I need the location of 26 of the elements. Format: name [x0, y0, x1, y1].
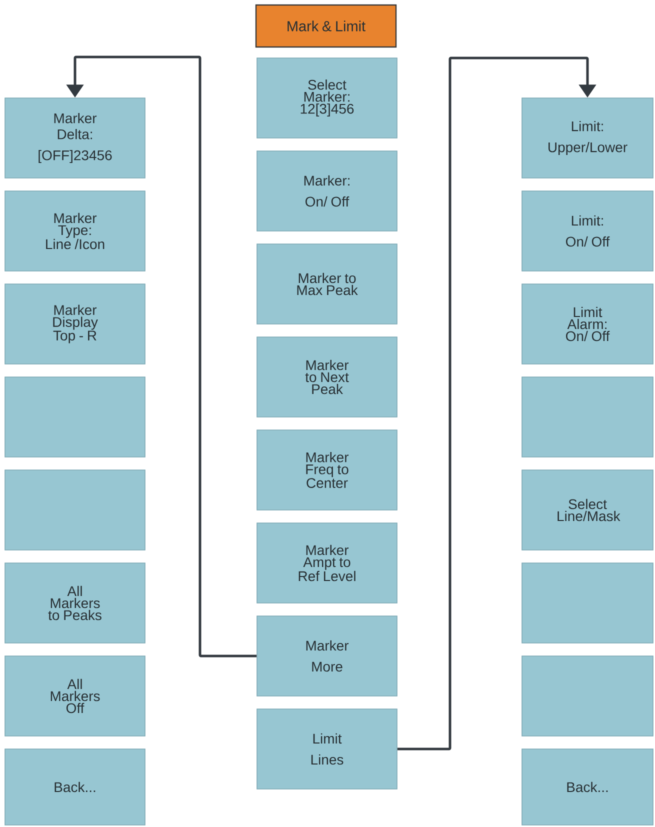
menu-button: Marker Delta: [OFF]23456 [4, 98, 146, 178]
menu-button: Marker to Max Peak [256, 244, 398, 324]
empty-button [522, 656, 654, 736]
menu-button: Marker More [256, 616, 398, 696]
menu-button: Limit: Upper/Lower [522, 98, 654, 178]
menu-button: All Markers to Peaks [4, 562, 146, 644]
empty-button [4, 470, 146, 550]
empty-button [522, 376, 654, 458]
menu-button: All Markers Off [4, 656, 146, 736]
menu-button: Marker Ampt to Ref Level [256, 522, 398, 604]
menu-button: Limit: On/ Off [522, 190, 654, 272]
menu-button: Select Line/Mask [522, 470, 654, 550]
menu-button: Marker: On/ Off [256, 150, 398, 232]
menu-button: Marker to Next Peak [256, 336, 398, 418]
menu-button: Back... [4, 748, 146, 826]
menu-button: Marker Type: Line /Icon [4, 190, 146, 272]
empty-button [522, 562, 654, 644]
menu-button: Back... [522, 748, 654, 826]
connector-arrow [397, 56, 596, 750]
menu-button: Marker Freq to Center [256, 430, 398, 510]
empty-button [4, 376, 146, 458]
menu-button: Marker Display Top - R [4, 284, 146, 364]
menu-button: Limit Alarm: On/ Off [522, 284, 654, 364]
menu-button: Select Marker: 12[3]456 [256, 58, 398, 138]
menu-title-box: Mark & Limit [255, 4, 397, 48]
menu-button: Limit Lines [256, 708, 398, 790]
